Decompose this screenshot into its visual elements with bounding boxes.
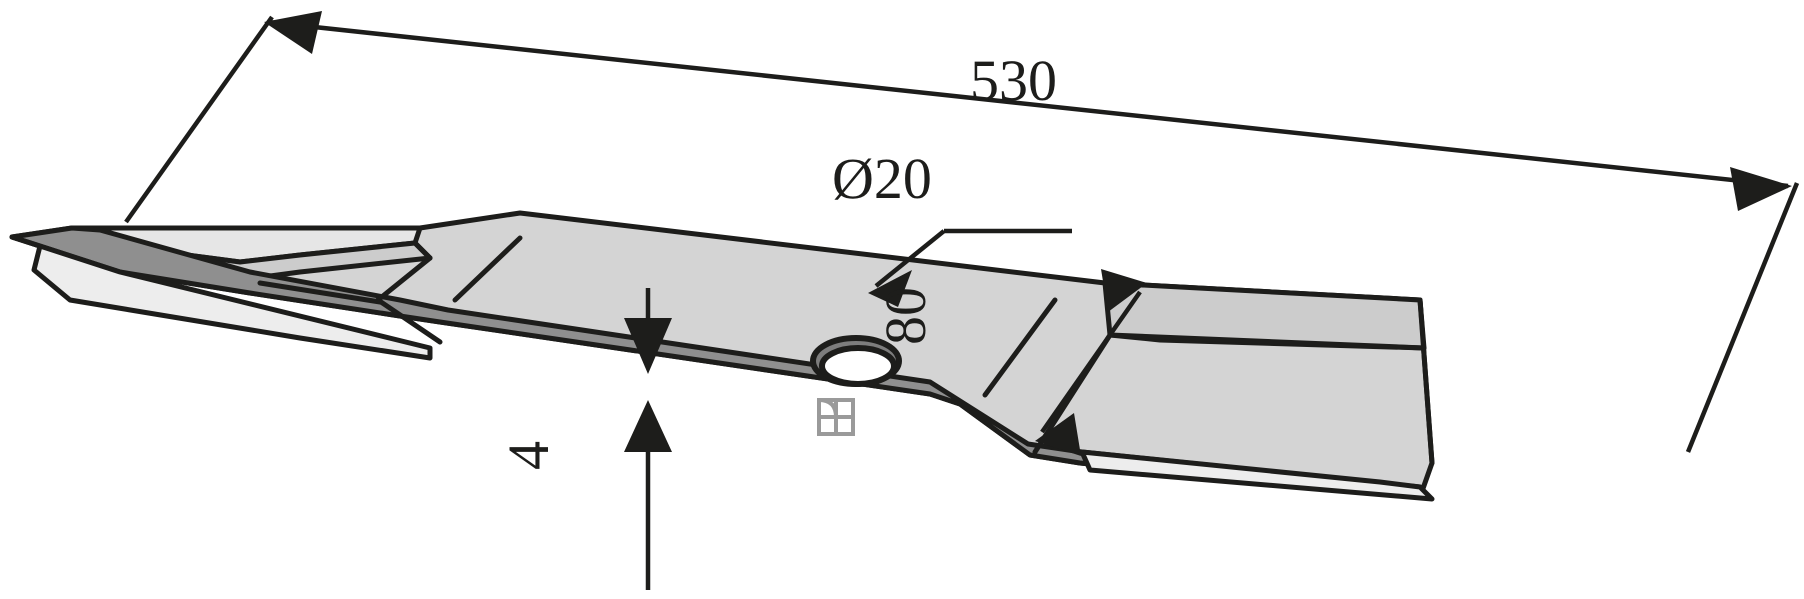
surface-finish-mark [817, 398, 855, 436]
mounting-hole-group [810, 335, 902, 387]
dimension-label-530: 530 [970, 48, 1057, 113]
crease-left-long [257, 280, 383, 305]
dimension-hole-diameter: Ø20 [832, 146, 1072, 307]
arrowhead-left-530 [264, 11, 322, 54]
crease-right-edge [1107, 332, 1427, 351]
dimension-label-4: 4 [496, 441, 561, 470]
crease-right-upper [982, 297, 1058, 398]
ext-line-right-530 [1685, 182, 1800, 453]
blade-body-group [9, 210, 1435, 502]
dim-line-80 [1040, 290, 1142, 434]
leader-line-d20-diagonal [874, 229, 946, 288]
dimension-blade-width: 80 [873, 269, 1147, 456]
arrowhead-4-down [624, 318, 672, 374]
dimension-overall-length: 530 [124, 11, 1800, 453]
arrowhead-80-lower [1035, 413, 1081, 456]
crease-left-upper [452, 235, 523, 303]
arrowhead-right-530 [1730, 167, 1792, 211]
arrowhead-80-upper [1101, 269, 1147, 312]
crease-left-chevron-b [375, 297, 443, 345]
dim-line-530 [267, 19, 1789, 189]
arrowhead-d20 [868, 270, 912, 307]
blade-crease-lines [257, 235, 1435, 466]
dimension-blade-thickness: 4 [496, 288, 672, 590]
dimension-label-80: 80 [873, 287, 938, 345]
arrowhead-4-up [624, 400, 672, 452]
dimension-label-d20: Ø20 [832, 146, 932, 211]
ext-line-left-530 [124, 15, 274, 224]
crease-right-end [1417, 297, 1435, 466]
crease-left-chevron-a [375, 255, 433, 303]
blade-right-underside-facet [1079, 449, 1435, 502]
edge-left-step [412, 240, 433, 261]
blade-left-tip-underside [9, 234, 433, 361]
mounting-hole-inner [819, 345, 897, 387]
